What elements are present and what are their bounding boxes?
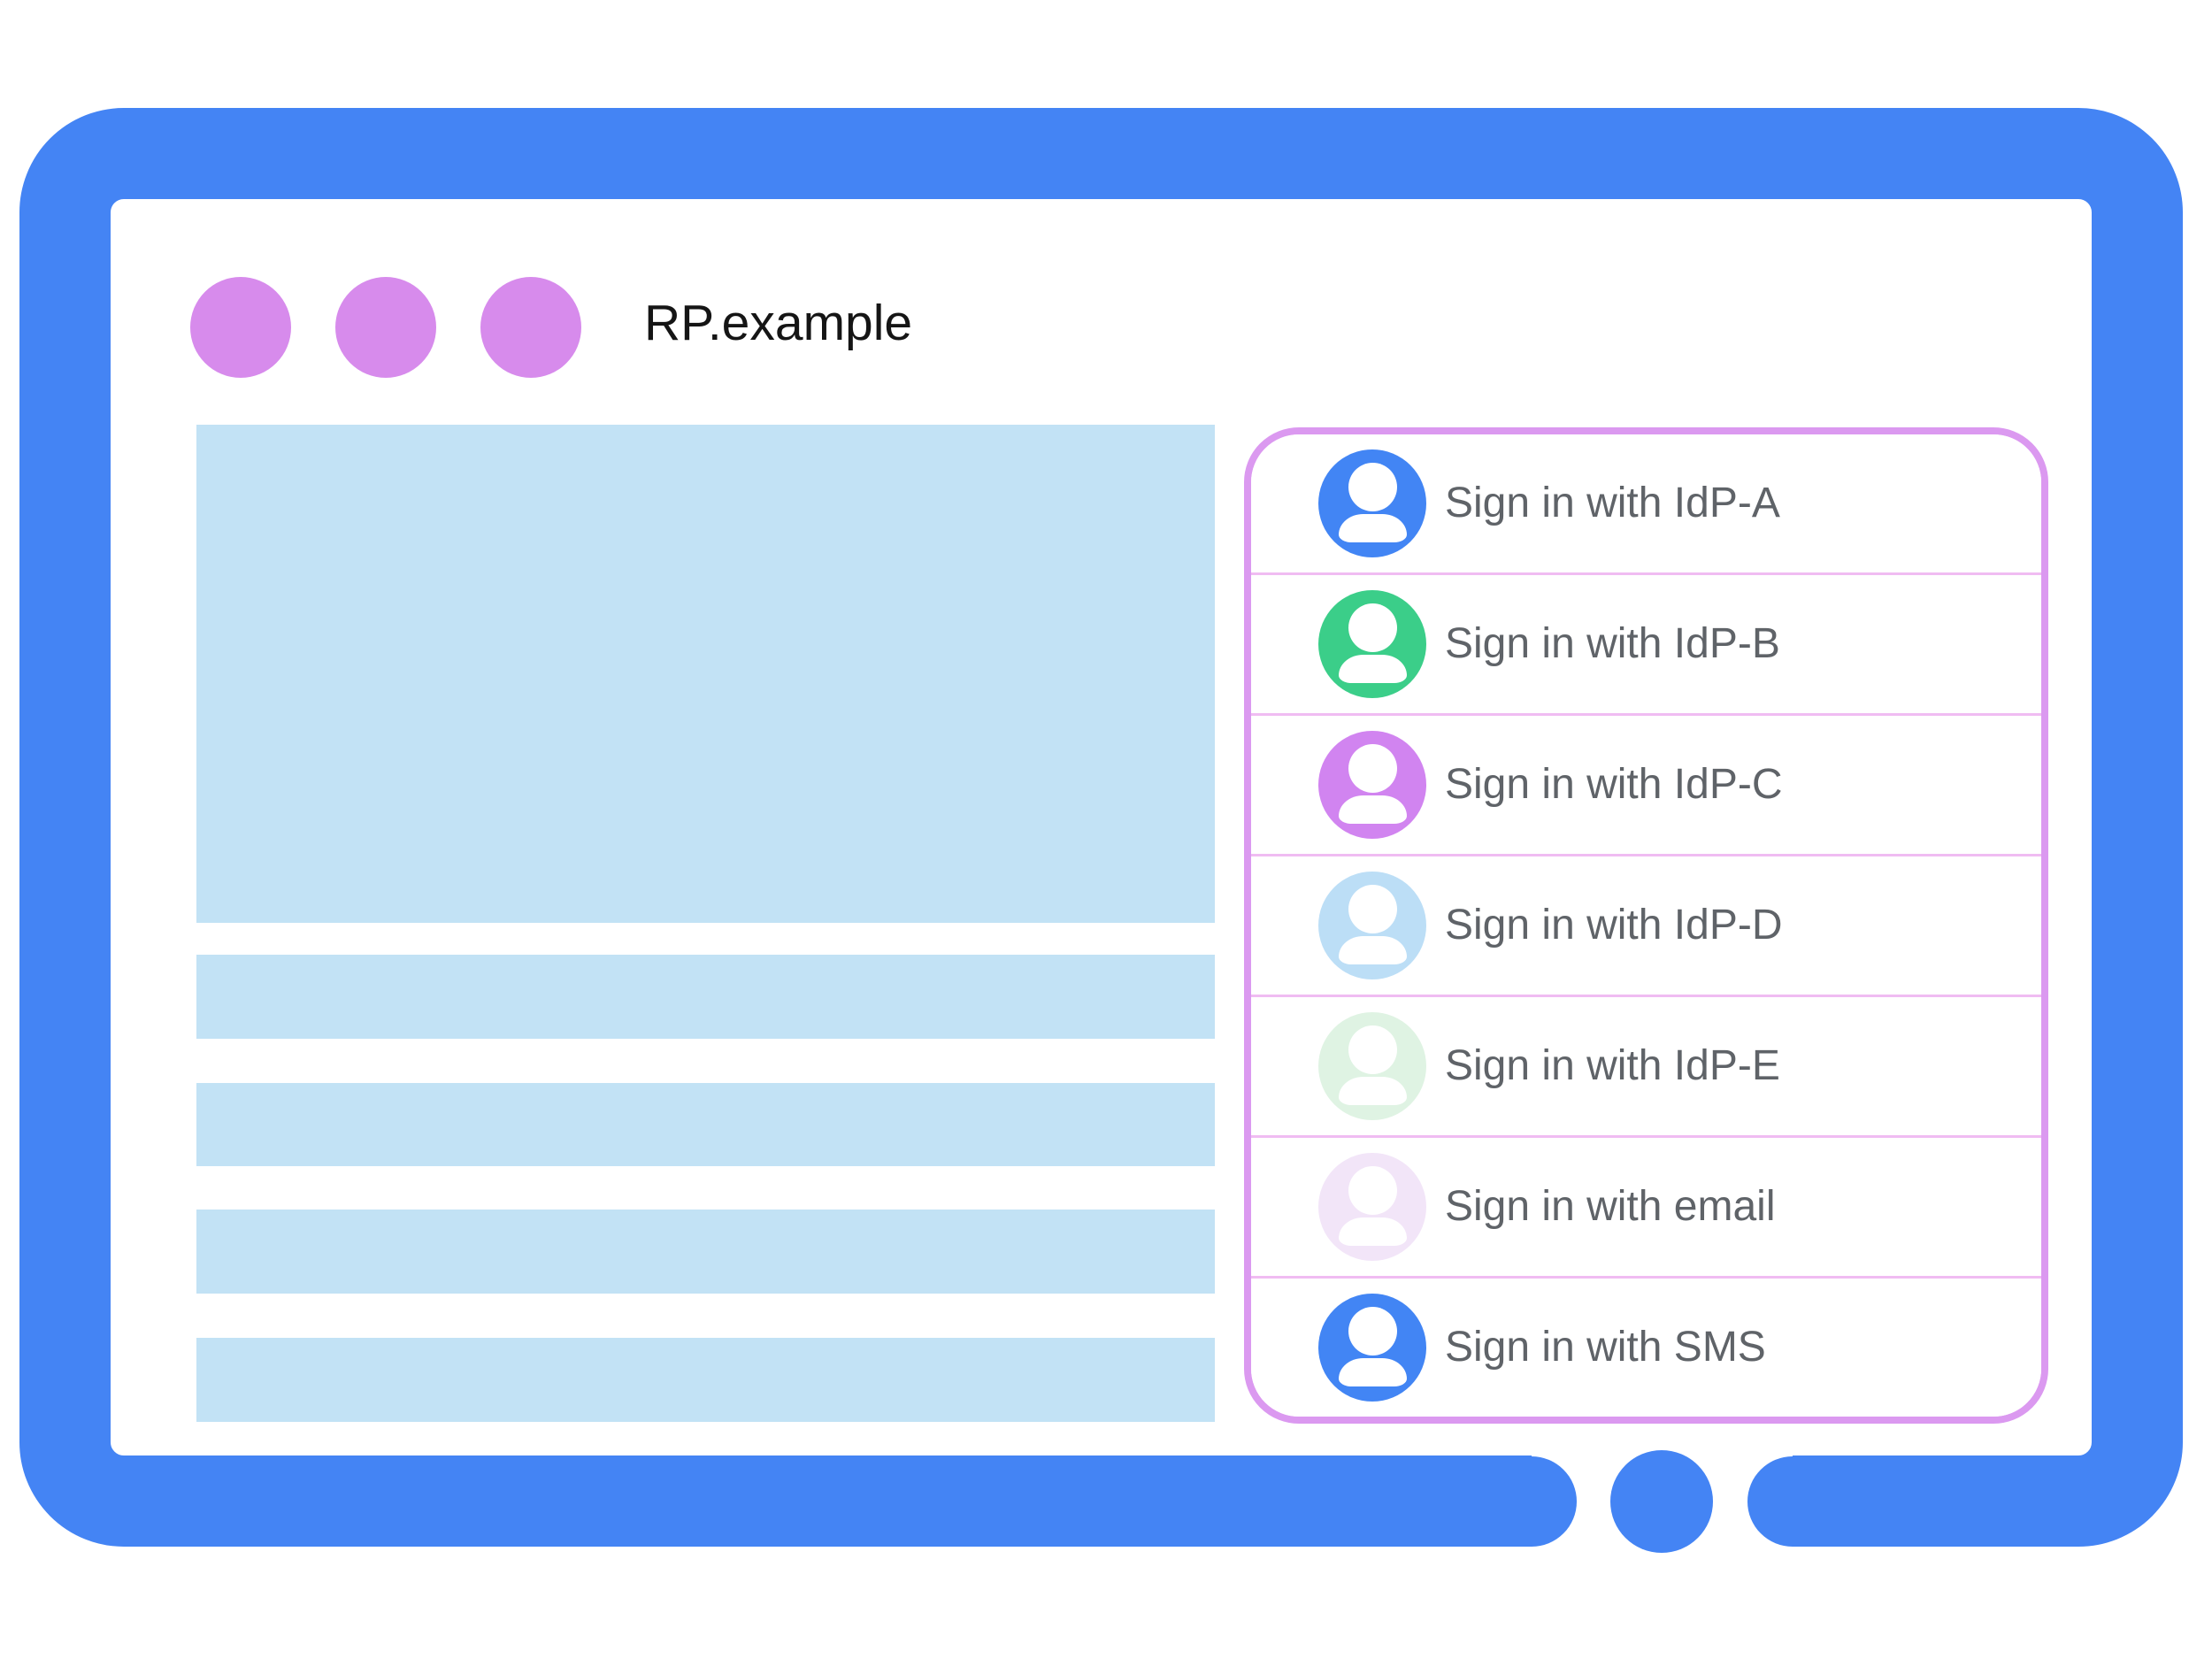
- person-icon: [1318, 449, 1426, 557]
- signin-option-idp-a[interactable]: Sign in with IdP-A: [1251, 434, 2041, 572]
- account-chooser-panel: Sign in with IdP-A Sign in with IdP-B Si…: [1244, 427, 2048, 1424]
- person-icon: [1318, 872, 1426, 979]
- signin-option-idp-b[interactable]: Sign in with IdP-B: [1251, 572, 2041, 713]
- signin-option-label: Sign in with IdP-E: [1445, 1042, 1780, 1089]
- signin-option-email[interactable]: Sign in with email: [1251, 1135, 2041, 1276]
- signin-option-label: Sign in with IdP-A: [1445, 480, 1780, 526]
- signin-option-idp-e[interactable]: Sign in with IdP-E: [1251, 995, 2041, 1135]
- content-placeholder-hero: [196, 425, 1215, 923]
- window-control-dot-1[interactable]: [190, 277, 291, 378]
- person-icon: [1318, 1012, 1426, 1120]
- signin-option-label: Sign in with SMS: [1445, 1324, 1766, 1371]
- window-control-dot-3[interactable]: [480, 277, 581, 378]
- bezel-left-cap: [1486, 1456, 1577, 1547]
- bezel-right-cap: [1747, 1456, 1838, 1547]
- signin-option-sms[interactable]: Sign in with SMS: [1251, 1276, 2041, 1417]
- person-icon: [1318, 1153, 1426, 1261]
- site-title: RP.example: [644, 295, 913, 351]
- person-icon: [1318, 1294, 1426, 1402]
- signin-option-idp-c[interactable]: Sign in with IdP-C: [1251, 713, 2041, 854]
- content-placeholder-bar: [196, 1210, 1215, 1294]
- content-placeholder-bar: [196, 1338, 1215, 1422]
- content-placeholder-bar: [196, 955, 1215, 1039]
- person-icon: [1318, 731, 1426, 839]
- signin-option-idp-d[interactable]: Sign in with IdP-D: [1251, 854, 2041, 995]
- home-button[interactable]: [1610, 1450, 1713, 1553]
- person-icon: [1318, 590, 1426, 698]
- signin-option-label: Sign in with IdP-C: [1445, 761, 1783, 808]
- signin-option-label: Sign in with IdP-D: [1445, 902, 1783, 949]
- signin-option-label: Sign in with email: [1445, 1183, 1776, 1230]
- window-control-dot-2[interactable]: [335, 277, 436, 378]
- signin-option-label: Sign in with IdP-B: [1445, 620, 1780, 667]
- content-placeholder-bar: [196, 1083, 1215, 1166]
